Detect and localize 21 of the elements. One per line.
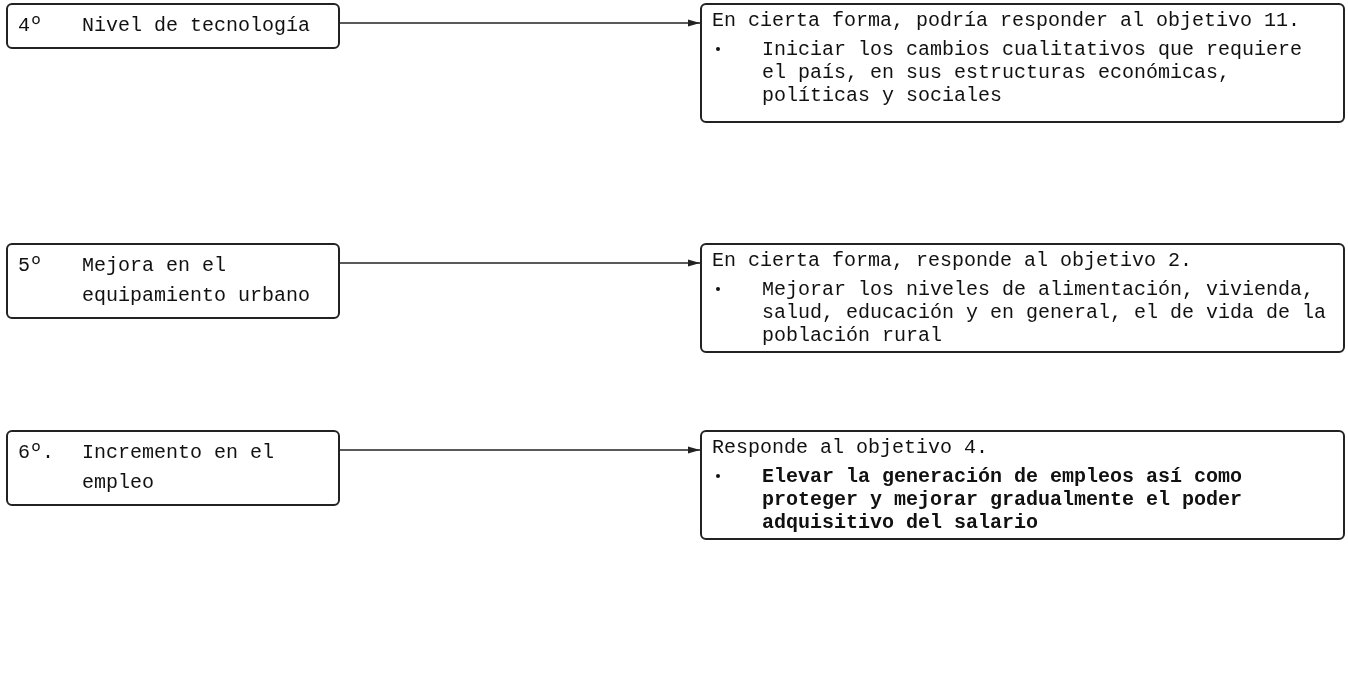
objective-heading: Responde al objetivo 4. [712,436,990,459]
objective-box [700,243,1345,353]
objective-box [700,430,1345,540]
item-label: Nivel de tecnología [82,13,311,39]
item-box [6,243,340,319]
item-label: Mejora en el equipamiento urbano [82,253,312,309]
item-label: Incremento en el empleo [82,440,276,496]
objective-box [700,3,1345,123]
objective-text: Iniciar los cambios cualitativos que requiere el país, en sus estructuras económicas, políticas y sociales [762,38,1304,107]
item-box [6,430,340,506]
ordinal-number: 5º [18,253,43,279]
item-box [6,3,340,49]
arrow [339,19,701,27]
objective-heading: En cierta forma, podría responder al objetivo 11. [712,9,1302,32]
objective-text: Elevar la generación de empleos así como proteger y mejorar gradualmente el poder adquisitivo del salario [762,465,1244,534]
ordinal-number: 4º [18,13,43,39]
objective-text: Mejorar los niveles de alimentación, vivienda, salud, educación y en general, el de vida de la población rural [762,278,1328,347]
objective-heading: En cierta forma, responde al objetivo 2. [712,249,1194,272]
ordinal-number: 6º. [18,440,55,466]
arrow [339,446,701,454]
arrow [339,259,701,267]
